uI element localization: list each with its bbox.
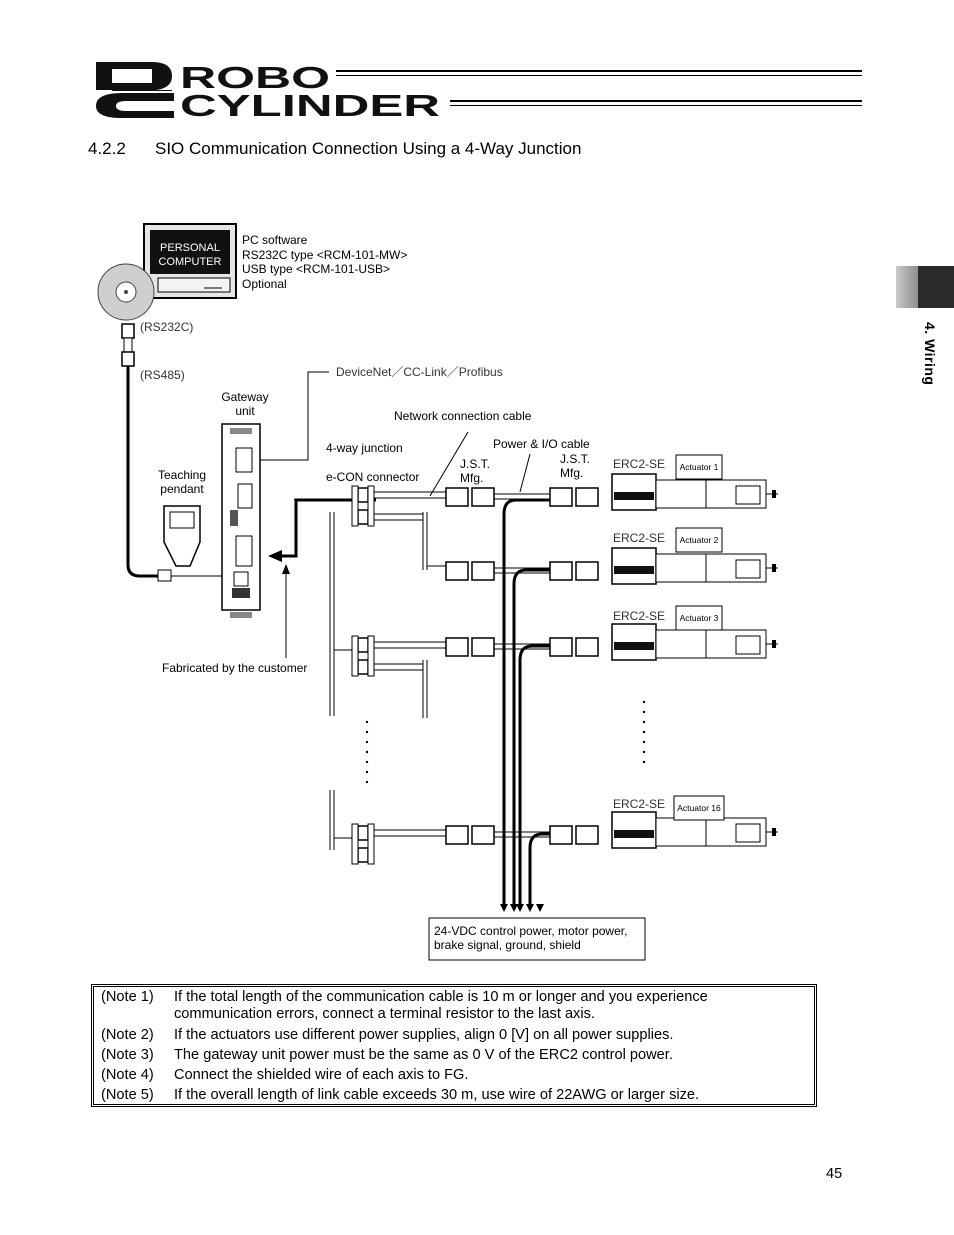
svg-text:Actuator 16: Actuator 16 — [677, 803, 721, 813]
svg-text:ERC2-SE: ERC2-SE — [613, 457, 665, 471]
personal-computer-icon: PERSONAL COMPUTER — [143, 223, 237, 299]
svg-text:J.S.T.: J.S.T. — [460, 457, 490, 471]
fieldbus-label: DeviceNet／CC-Link／Profibus — [336, 365, 503, 379]
continuation-dots — [365, 700, 646, 784]
svg-text:24-VDC control power, motor po: 24-VDC control power, motor power, — [434, 924, 627, 938]
note-5: (Note 5) If the overall length of link c… — [101, 1087, 700, 1103]
actuator-row-2 — [427, 547, 778, 585]
power-note-box: 24-VDC control power, motor power, brake… — [428, 917, 646, 961]
note-1: (Note 1) If the total length of the comm… — [101, 989, 708, 1022]
wire-ends-icon — [500, 904, 544, 912]
svg-text:ERC2-SE: ERC2-SE — [613, 609, 665, 623]
note-2: (Note 2) If the actuators use different … — [101, 1027, 674, 1043]
svg-text:e-CON connector: e-CON connector — [326, 470, 419, 484]
note-3: (Note 3) The gateway unit power must be … — [101, 1047, 673, 1063]
section-heading: 4.2.2 SIO Communication Connection Using … — [88, 139, 581, 159]
svg-text:Power & I/O cable: Power & I/O cable — [493, 437, 590, 451]
svg-text:Mfg.: Mfg. — [560, 466, 583, 480]
svg-text:ERC2-SE: ERC2-SE — [613, 531, 665, 545]
svg-text:brake signal, ground, shield: brake signal, ground, shield — [434, 938, 581, 952]
svg-text:PC software: PC software — [242, 233, 308, 247]
svg-text:Optional: Optional — [242, 277, 287, 291]
software-cd-icon — [97, 263, 155, 321]
rc-emblem — [96, 62, 174, 118]
notes-box: (Note 1) If the total length of the comm… — [91, 984, 817, 1107]
side-tab-label: 4. Wiring — [922, 322, 938, 386]
rs232c-label: (RS232C) — [140, 320, 193, 334]
actuator-row-3 — [334, 623, 778, 677]
svg-text:Actuator 2: Actuator 2 — [680, 535, 719, 545]
section-title: SIO Communication Connection Using a 4-W… — [155, 139, 582, 158]
svg-text:Mfg.: Mfg. — [460, 471, 483, 485]
gateway-unit-icon — [221, 423, 261, 618]
fabricated-label: Fabricated by the customer — [162, 661, 307, 675]
actuator-label-16: Actuator 16 — [673, 795, 725, 821]
page-number: 45 — [826, 1166, 843, 1182]
svg-text:Actuator 1: Actuator 1 — [680, 462, 719, 472]
svg-text:J.S.T.: J.S.T. — [560, 452, 590, 466]
actuator-row-16 — [334, 811, 778, 865]
note-4: (Note 4) Connect the shielded wire of ea… — [101, 1067, 469, 1083]
svg-text:4-way junction: 4-way junction — [326, 441, 403, 455]
logo-line2: CYLINDER — [180, 88, 440, 120]
actuator-label-2: Actuator 2 — [675, 527, 723, 553]
rs485-label: (RS485) — [140, 368, 185, 382]
svg-text:USB type <RCM-101-USB>: USB type <RCM-101-USB> — [242, 262, 390, 276]
actuator-label-1: Actuator 1 — [675, 454, 723, 480]
wiring-diagram: PERSONAL COMPUTER PC software RS232C typ… — [97, 223, 778, 961]
actuator-label-3: Actuator 3 — [675, 605, 723, 631]
svg-text:pendant: pendant — [160, 482, 204, 496]
svg-text:Actuator 3: Actuator 3 — [680, 613, 719, 623]
svg-text:ERC2-SE: ERC2-SE — [613, 797, 665, 811]
svg-text:PERSONAL: PERSONAL — [160, 242, 220, 254]
svg-text:Teaching: Teaching — [158, 468, 206, 482]
side-tab-gradient — [896, 266, 918, 308]
svg-text:unit: unit — [235, 404, 255, 418]
rs232c-connector-icon — [121, 323, 135, 367]
logo-line1: ROBO — [180, 60, 330, 95]
side-tab-block — [918, 266, 954, 308]
svg-text:COMPUTER: COMPUTER — [159, 256, 222, 268]
svg-text:Gateway: Gateway — [221, 390, 268, 404]
teaching-pendant-icon — [163, 505, 201, 567]
svg-text:RS232C type <RCM-101-MW>: RS232C type <RCM-101-MW> — [242, 248, 407, 262]
actuator-row-1 — [294, 473, 778, 527]
svg-text:Network connection cable: Network connection cable — [394, 409, 532, 423]
section-number: 4.2.2 — [88, 139, 126, 158]
